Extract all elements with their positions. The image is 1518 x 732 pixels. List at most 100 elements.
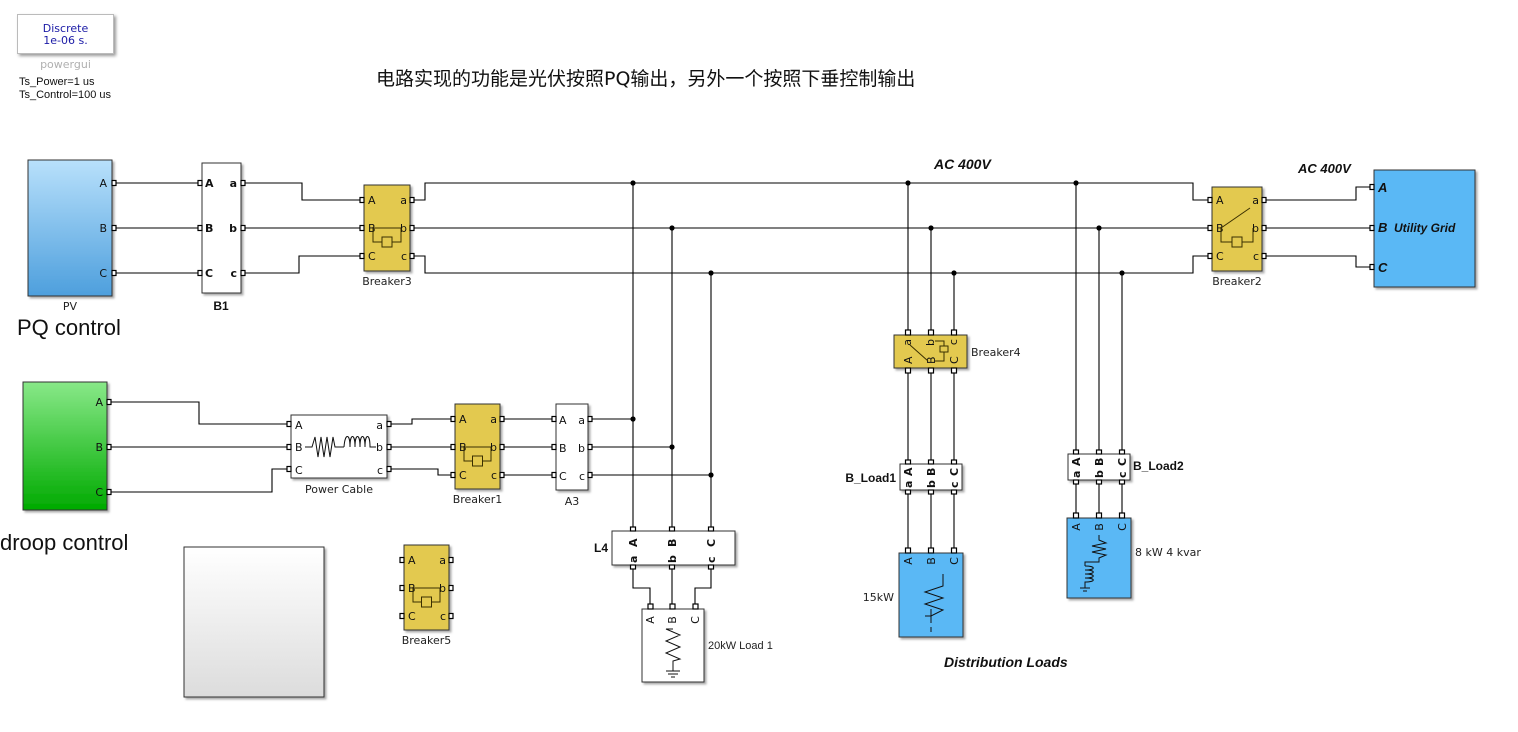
port-icon[interactable] (707, 526, 715, 532)
wire-l4-load-c[interactable] (694, 568, 712, 606)
port-icon[interactable] (1118, 479, 1126, 485)
port-icon[interactable] (106, 443, 112, 451)
port-icon[interactable] (106, 398, 112, 406)
port-icon[interactable] (1261, 252, 1267, 260)
port-icon[interactable] (448, 556, 454, 564)
port-icon[interactable] (904, 459, 912, 465)
port-icon[interactable] (669, 603, 676, 610)
powergui-block[interactable]: Discrete 1e-06 s. (17, 14, 114, 54)
port-icon[interactable] (1072, 512, 1080, 519)
port-icon[interactable] (111, 224, 117, 232)
port-icon[interactable] (286, 443, 292, 451)
wire-grid-c[interactable] (1266, 255, 1372, 268)
port-icon[interactable] (904, 489, 912, 495)
port-icon[interactable] (1118, 512, 1126, 519)
port-icon[interactable] (950, 489, 958, 495)
port-icon[interactable] (587, 443, 593, 451)
port-icon[interactable] (587, 471, 593, 479)
port-icon[interactable] (409, 252, 415, 260)
port-icon[interactable] (950, 459, 958, 465)
port-icon[interactable] (386, 465, 392, 473)
droop-source-block[interactable]: A B C (22, 381, 112, 511)
port-icon[interactable] (399, 584, 405, 592)
port-icon[interactable] (587, 415, 593, 423)
l4-body[interactable] (611, 530, 736, 566)
port-icon[interactable] (286, 420, 292, 428)
port-icon[interactable] (197, 179, 203, 187)
power-cable-block[interactable]: A B C a b c Power Cable (286, 414, 392, 496)
port-icon[interactable] (240, 179, 246, 187)
wire-l4-load-a[interactable] (632, 568, 651, 606)
breaker2-body[interactable] (1211, 186, 1263, 272)
port-icon[interactable] (904, 367, 912, 374)
port-icon[interactable] (1369, 224, 1375, 232)
port-icon[interactable] (409, 196, 415, 204)
wire-grid-a[interactable] (1266, 186, 1372, 201)
port-icon[interactable] (359, 252, 365, 260)
wire-b1-c[interactable] (244, 255, 362, 274)
port-icon[interactable] (111, 179, 117, 187)
wire-cable-a[interactable] (390, 418, 454, 425)
port-icon[interactable] (1207, 224, 1213, 232)
load-8kw-block[interactable]: A B C 8 kW 4 kvar (1066, 512, 1201, 599)
port-icon[interactable] (904, 547, 912, 554)
port-icon[interactable] (629, 564, 637, 570)
port-icon[interactable] (399, 556, 405, 564)
b_load1-body[interactable] (899, 463, 963, 491)
port-icon[interactable] (1095, 479, 1103, 485)
bus-phase-a[interactable] (413, 182, 1210, 201)
utility-grid-block[interactable]: A B C Utility Grid (1369, 169, 1476, 288)
port-icon[interactable] (551, 443, 557, 451)
port-icon[interactable] (286, 465, 292, 473)
port-icon[interactable] (668, 564, 676, 570)
port-icon[interactable] (1095, 512, 1103, 519)
port-icon[interactable] (386, 443, 392, 451)
wire-droop-c[interactable] (110, 468, 289, 493)
port-icon[interactable] (450, 415, 456, 423)
port-icon[interactable] (950, 367, 958, 374)
port-icon[interactable] (197, 269, 203, 277)
port-icon[interactable] (668, 526, 676, 532)
port-icon[interactable] (904, 329, 912, 336)
port-icon[interactable] (197, 224, 203, 232)
port-icon[interactable] (240, 269, 246, 277)
port-icon[interactable] (399, 612, 405, 620)
port-icon[interactable] (1207, 196, 1213, 204)
port-icon[interactable] (386, 420, 392, 428)
port-icon[interactable] (692, 603, 699, 610)
port-icon[interactable] (950, 329, 958, 336)
breaker4-block[interactable]: a b c A B C Breaker4 (893, 329, 1021, 374)
port-icon[interactable] (1072, 479, 1080, 485)
empty-subsystem-block[interactable] (183, 546, 325, 698)
port-icon[interactable] (1261, 224, 1267, 232)
port-icon[interactable] (448, 612, 454, 620)
utility-grid-body[interactable] (1373, 169, 1476, 288)
port-icon[interactable] (240, 224, 246, 232)
port-icon[interactable] (707, 564, 715, 570)
port-icon[interactable] (499, 471, 505, 479)
port-icon[interactable] (551, 471, 557, 479)
port-icon[interactable] (927, 459, 935, 465)
port-icon[interactable] (448, 584, 454, 592)
port-icon[interactable] (551, 415, 557, 423)
port-icon[interactable] (1207, 252, 1213, 260)
port-icon[interactable] (1369, 183, 1375, 191)
port-icon[interactable] (106, 488, 112, 496)
port-icon[interactable] (950, 547, 958, 554)
port-icon[interactable] (629, 526, 637, 532)
pv-block[interactable]: A B C PV (27, 159, 117, 313)
port-icon[interactable] (1095, 449, 1103, 455)
port-icon[interactable] (409, 224, 415, 232)
port-icon[interactable] (359, 224, 365, 232)
port-icon[interactable] (499, 443, 505, 451)
port-icon[interactable] (1261, 196, 1267, 204)
port-icon[interactable] (450, 471, 456, 479)
pv-body[interactable] (27, 159, 113, 297)
